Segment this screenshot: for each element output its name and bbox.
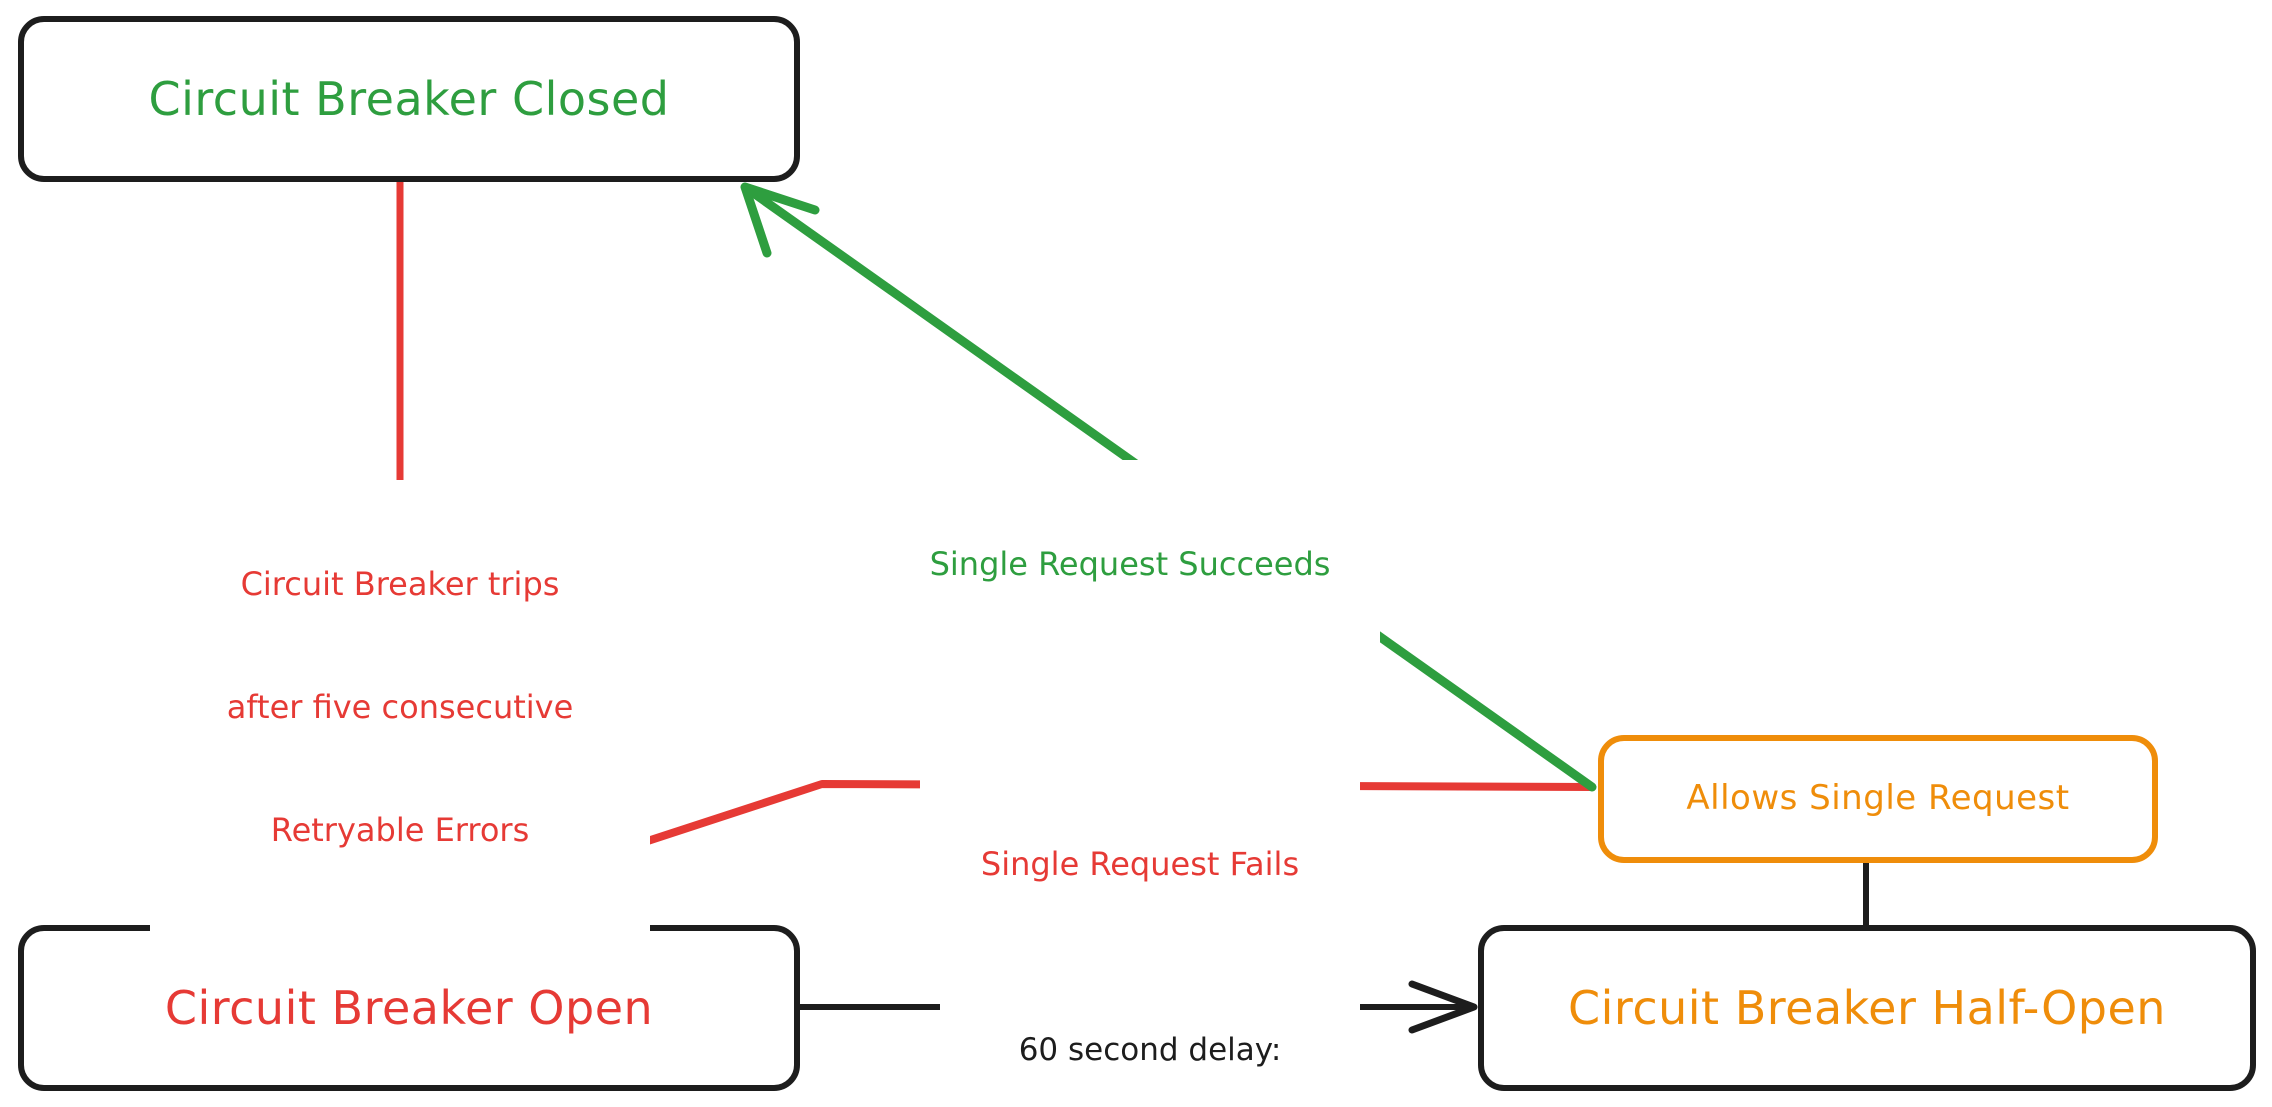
edge-label-trips-line-2: after five consecutive <box>226 687 574 726</box>
edge-label-succeeds-text: Single Request Succeeds <box>929 544 1331 583</box>
node-circuit-breaker-half-open[interactable]: Circuit Breaker Half-Open <box>1478 925 2256 1091</box>
edge-label-60-second-delay: 60 second delay: No requests allowed <box>940 950 1360 1107</box>
edge-label-single-request-succeeds: Single Request Succeeds <box>880 460 1380 669</box>
edge-label-trips-line-1: Circuit Breaker trips <box>240 564 560 603</box>
node-circuit-breaker-closed[interactable]: Circuit Breaker Closed <box>18 16 800 182</box>
edge-label-trips-line-3: Retryable Errors <box>270 810 530 849</box>
node-label-circuit-breaker-half-open: Circuit Breaker Half-Open <box>1568 980 2166 1035</box>
edge-open-to-halfopen <box>797 980 1478 1034</box>
edge-label-fails-text: Single Request Fails <box>980 844 1300 883</box>
edge-label-single-request-fails: Single Request Fails <box>920 760 1360 969</box>
node-label-circuit-breaker-closed: Circuit Breaker Closed <box>148 71 670 126</box>
node-circuit-breaker-open[interactable]: Circuit Breaker Open <box>18 925 800 1091</box>
edge-label-delay-line-1: 60 second delay: <box>1018 1032 1282 1069</box>
node-allows-single-request[interactable]: Allows Single Request <box>1598 735 2158 863</box>
node-label-allows-single-request: Allows Single Request <box>1686 778 2070 819</box>
node-label-circuit-breaker-open: Circuit Breaker Open <box>164 980 654 1035</box>
edge-label-circuit-breaker-trips: Circuit Breaker trips after five consecu… <box>150 480 650 935</box>
